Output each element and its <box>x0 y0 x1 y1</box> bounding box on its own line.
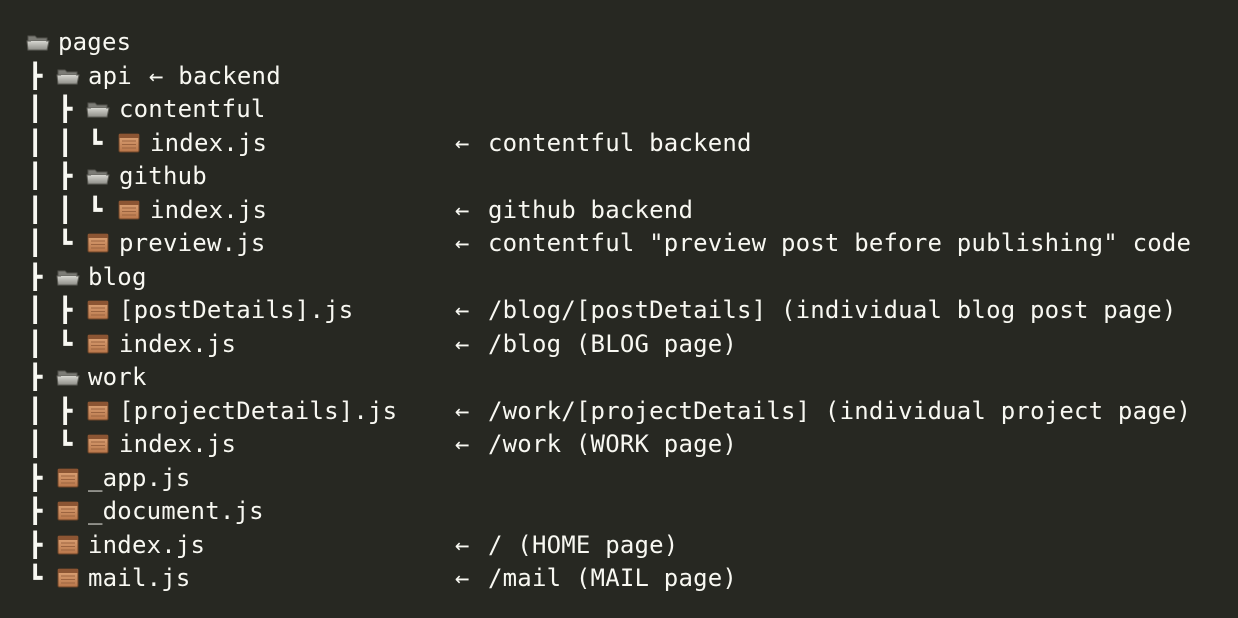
tree-row-work[interactable]: ┣ work <box>0 361 1238 395</box>
tree-pipe-glyph: ┃ <box>58 128 73 157</box>
tree-row-blog-index[interactable]: ┃ ┗ index.js ← /blog (BLOG page) <box>0 328 1238 362</box>
comment-arrow: ← <box>455 229 470 257</box>
tree-row-post-details[interactable]: ┃ ┣ [postDetails].js ← /blog/[postDetail… <box>0 294 1238 328</box>
tree-end-glyph: ┗ <box>88 128 103 157</box>
folder-icon <box>56 65 80 87</box>
file-icon <box>117 199 141 221</box>
tree-row-work-index[interactable]: ┃ ┗ index.js ← /work (WORK page) <box>0 428 1238 462</box>
tree-branch-glyph: ┣ <box>58 95 73 123</box>
tree-pipe-glyph: ┃ <box>28 162 43 190</box>
file-name-preview: preview.js <box>119 229 266 257</box>
folder-icon <box>26 31 50 53</box>
tree-row-contentful-index[interactable]: ┃ ┃ ┗ index.js ← contentful backend <box>0 127 1238 161</box>
tree-row-mail[interactable]: ┗ mail.js ← /mail (MAIL page) <box>0 562 1238 596</box>
comment-work-index: /work (WORK page) <box>488 430 738 458</box>
comment-arrow: ← <box>455 195 470 224</box>
comment-root-index: / (HOME page) <box>488 530 679 559</box>
tree-pipe-glyph: ┃ <box>28 95 43 123</box>
folder-name-blog: blog <box>88 262 147 291</box>
tree-branch-glyph: ┣ <box>28 61 43 90</box>
tree-row-contentful[interactable]: ┃ ┣ contentful <box>0 93 1238 127</box>
tree-row-github-index[interactable]: ┃ ┃ ┗ index.js ← github backend <box>0 194 1238 228</box>
comment-github-index: github backend <box>488 195 694 224</box>
comment-contentful-index: contentful backend <box>488 128 752 157</box>
comment-blog-index: /blog (BLOG page) <box>488 329 738 358</box>
file-icon <box>117 132 141 154</box>
comment-arrow: ← <box>455 430 470 458</box>
tree-branch-glyph: ┣ <box>28 363 43 391</box>
tree-row-app[interactable]: ┣ _app.js <box>0 462 1238 496</box>
comment-arrow: ← <box>455 128 470 157</box>
tree-pipe-glyph: ┃ <box>28 128 43 157</box>
folder-name-contentful: contentful <box>119 95 266 123</box>
file-name-post-details: [postDetails].js <box>119 296 354 324</box>
tree-row-blog[interactable]: ┣ blog <box>0 261 1238 295</box>
tree-pipe-glyph: ┃ <box>28 396 43 425</box>
file-name-project-details: [projectDetails].js <box>119 396 398 425</box>
file-icon <box>86 333 110 355</box>
folder-icon <box>56 266 80 288</box>
comment-preview: contentful "preview post before publishi… <box>488 229 1192 257</box>
file-icon <box>56 567 80 589</box>
tree-branch-glyph: ┣ <box>28 262 43 291</box>
file-name-mail: mail.js <box>88 564 191 592</box>
tree-end-glyph: ┗ <box>58 329 73 358</box>
tree-branch-glyph: ┣ <box>58 296 73 324</box>
tree-end-glyph: ┗ <box>58 430 73 458</box>
tree-pipe-glyph: ┃ <box>58 195 73 224</box>
file-name-work-index: index.js <box>119 430 237 458</box>
file-name-contentful-index: index.js <box>150 128 268 157</box>
tree-pipe-glyph: ┃ <box>28 195 43 224</box>
file-icon <box>86 400 110 422</box>
file-name-root-index: index.js <box>88 530 206 559</box>
file-icon <box>56 467 80 489</box>
tree-row-api[interactable]: ┣ api ← backend <box>0 60 1238 94</box>
folder-name-github: github <box>119 162 207 190</box>
file-name-blog-index: index.js <box>119 329 237 358</box>
tree-branch-glyph: ┣ <box>58 396 73 425</box>
file-tree: pages ┣ api ← backend ┃ ┣ contentful ┃ ┃… <box>0 26 1238 596</box>
comment-arrow: ← <box>455 329 470 358</box>
comment-post-details: /blog/[postDetails] (individual blog pos… <box>488 296 1177 324</box>
tree-pipe-glyph: ┃ <box>28 229 43 257</box>
file-icon <box>86 433 110 455</box>
folder-name-api: api <box>88 61 132 90</box>
tree-branch-glyph: ┣ <box>58 162 73 190</box>
tree-pipe-glyph: ┃ <box>28 329 43 358</box>
comment-arrow: ← <box>455 296 470 324</box>
folder-name-work: work <box>88 363 147 391</box>
file-icon <box>56 534 80 556</box>
file-name-app: _app.js <box>88 463 191 492</box>
folder-name-pages: pages <box>58 28 132 56</box>
comment-arrow: ← <box>455 564 470 592</box>
tree-row-preview[interactable]: ┃ ┗ preview.js ← contentful "preview pos… <box>0 227 1238 261</box>
tree-pipe-glyph: ┃ <box>28 296 43 324</box>
file-icon <box>86 299 110 321</box>
folder-icon <box>86 165 110 187</box>
comment-arrow: ← <box>455 396 470 425</box>
comment-mail: /mail (MAIL page) <box>488 564 738 592</box>
tree-row-document[interactable]: ┣ _document.js <box>0 495 1238 529</box>
comment-project-details: /work/[projectDetails] (individual proje… <box>488 396 1192 425</box>
inline-comment-api: ← backend <box>149 61 281 90</box>
tree-row-pages[interactable]: pages <box>0 26 1238 60</box>
tree-branch-glyph: ┣ <box>28 530 43 559</box>
folder-icon <box>86 98 110 120</box>
file-icon <box>56 500 80 522</box>
tree-row-project-details[interactable]: ┃ ┣ [projectDetails].js ← /work/[project… <box>0 395 1238 429</box>
file-name-github-index: index.js <box>150 195 268 224</box>
tree-branch-glyph: ┣ <box>28 463 43 492</box>
tree-branch-glyph: ┣ <box>28 497 43 525</box>
tree-pipe-glyph: ┃ <box>28 430 43 458</box>
file-icon <box>86 232 110 254</box>
tree-end-glyph: ┗ <box>28 564 43 592</box>
tree-row-root-index[interactable]: ┣ index.js ← / (HOME page) <box>0 529 1238 563</box>
tree-end-glyph: ┗ <box>88 195 103 224</box>
folder-icon <box>56 366 80 388</box>
comment-arrow: ← <box>455 530 470 559</box>
tree-row-github[interactable]: ┃ ┣ github <box>0 160 1238 194</box>
file-name-document: _document.js <box>88 497 264 525</box>
tree-end-glyph: ┗ <box>58 229 73 257</box>
